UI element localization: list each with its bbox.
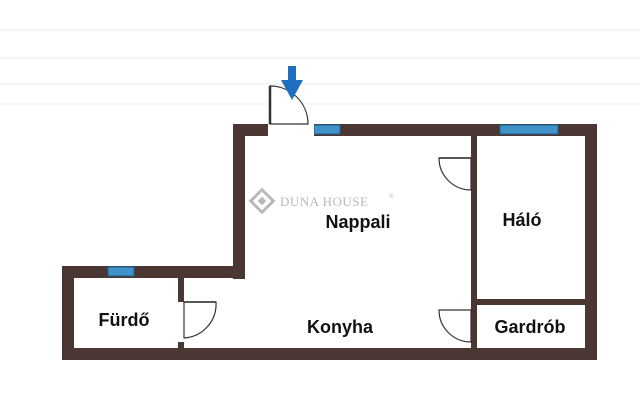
windows [107,124,559,277]
doors [178,85,472,343]
bathroom-door [178,301,217,342]
watermark-text: DUNA HOUSE [280,194,368,209]
room-label-gardrob: Gardrób [494,317,565,337]
room-label-nappali: Nappali [325,212,390,232]
entrance-door [268,85,314,136]
room-label-halo: Háló [502,210,541,230]
room-label-furdo: Fürdő [99,310,150,330]
bedroom-door [438,157,472,191]
window-living-top [313,124,341,135]
down-arrow-icon [281,66,303,100]
watermark-registered-mark: ® [389,193,394,200]
background-scan-noise [0,29,640,105]
watermark: DUNA HOUSE ® [248,187,394,215]
diamond-logo-icon [248,187,276,215]
wardrobe-door [438,309,472,343]
room-label-konyha: Konyha [307,317,374,337]
window-bathroom-top [107,266,135,277]
window-bedroom-top [499,124,559,135]
